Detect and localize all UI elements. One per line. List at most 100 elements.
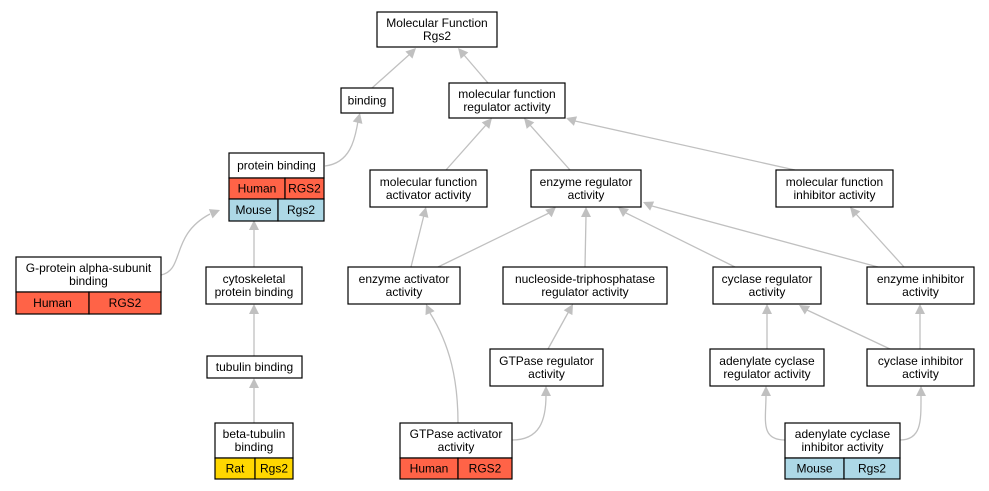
edge-cyclase-regulator-to-enzyme-regulator <box>618 207 736 268</box>
arrowhead-icon <box>524 118 535 129</box>
gene-cell <box>254 457 294 480</box>
node-box <box>205 266 303 305</box>
arrowhead-icon <box>425 304 435 316</box>
edge-line <box>547 310 570 350</box>
node-label: regulator activity <box>723 367 810 381</box>
node-binding[interactable]: binding <box>340 87 394 114</box>
node-box <box>340 87 394 114</box>
node-label: inhibitor activity <box>793 188 875 202</box>
node-label: activity <box>528 367 565 381</box>
arrowhead-icon <box>761 386 771 396</box>
node-label: tubulin binding <box>216 360 293 374</box>
arrowhead-icon <box>563 304 573 316</box>
node-label: Molecular Function <box>386 16 487 30</box>
species-label: Human <box>238 182 277 196</box>
node-label: nucleoside-triphosphatase <box>515 272 655 286</box>
arrowhead-icon <box>643 201 655 211</box>
gene-label: Rgs2 <box>287 203 315 217</box>
arrowhead-icon <box>418 207 429 218</box>
node-box <box>448 82 566 119</box>
edge-line <box>437 212 550 268</box>
node-label: protein binding <box>215 285 294 299</box>
node-label: activity <box>386 285 423 299</box>
edge-line <box>574 120 796 171</box>
node-label: molecular function <box>786 175 883 189</box>
node-label: activator activity <box>386 188 471 202</box>
species-label: Rat <box>226 462 245 476</box>
species-label: Human <box>410 462 449 476</box>
arrowhead-icon <box>352 113 363 124</box>
node-box <box>228 152 325 179</box>
node-label: regulator activity <box>541 285 628 299</box>
edge-line <box>625 212 736 268</box>
edge-line <box>324 120 359 167</box>
edge-line <box>584 215 587 268</box>
arrowhead-icon <box>916 386 926 396</box>
gene-label: RGS2 <box>469 462 502 476</box>
edge-adenylate-inhibitor-to-adenylate-regulator <box>761 386 786 441</box>
edge-line <box>429 312 459 424</box>
annotation-row-rat: Rat Rgs2 <box>214 457 294 480</box>
arrowhead-icon <box>762 304 772 314</box>
node-box <box>206 355 303 379</box>
node-box <box>775 169 894 208</box>
node-label: enzyme regulator <box>540 175 633 189</box>
edge-cyclase-inhibitor-to-cyclase-regulator <box>799 305 891 350</box>
arrowhead-icon <box>799 305 811 315</box>
node-label: protein binding <box>237 159 316 173</box>
edge-line <box>463 54 489 84</box>
arrowhead-icon <box>915 304 925 314</box>
species-label: Mouse <box>796 462 832 476</box>
edge-line <box>764 394 786 441</box>
edge-line <box>410 214 425 268</box>
node-label: cyclase inhibitor <box>878 354 963 368</box>
edge-beta-tubulin-to-tubulin-binding <box>249 378 259 423</box>
edge-cyclase-inhibitor-to-enzyme-inhibitor <box>915 304 925 349</box>
gene-label: RGS2 <box>109 296 142 310</box>
node-label: cytoskeletal <box>223 272 286 286</box>
edge-gtpase-activator-to-gtpase-regulator <box>511 386 551 441</box>
edge-gtpase-regulator-to-ntp-regulator <box>547 304 573 350</box>
edge-mf-activator-to-mf-regulator <box>445 118 492 171</box>
node-label: inhibitor activity <box>801 440 883 454</box>
edge-line <box>529 124 571 171</box>
node-box <box>712 266 822 305</box>
gene-label: Rgs2 <box>260 462 288 476</box>
node-label: adenylate cyclase <box>795 427 891 441</box>
arrowhead-icon <box>249 304 259 314</box>
species-label: Human <box>33 296 72 310</box>
arrowhead-icon <box>249 220 259 230</box>
edge-cytoskeletal-to-protein-binding <box>249 220 259 267</box>
edge-line <box>445 124 487 171</box>
node-tubulin-binding[interactable]: tubulin binding <box>206 355 303 379</box>
edge-layer <box>160 48 926 441</box>
node-label: molecular function <box>458 87 555 101</box>
edge-gtpase-activator-to-enzyme-activator <box>425 304 459 424</box>
edge-line <box>651 205 879 268</box>
arrowhead-icon <box>850 207 861 218</box>
edge-enzyme-inhibitor-to-mf-inhibitor <box>850 207 905 268</box>
species-label: Mouse <box>235 203 271 217</box>
arrowhead-icon <box>249 378 259 388</box>
edge-mf-regulator-to-molecular-function <box>458 48 489 84</box>
